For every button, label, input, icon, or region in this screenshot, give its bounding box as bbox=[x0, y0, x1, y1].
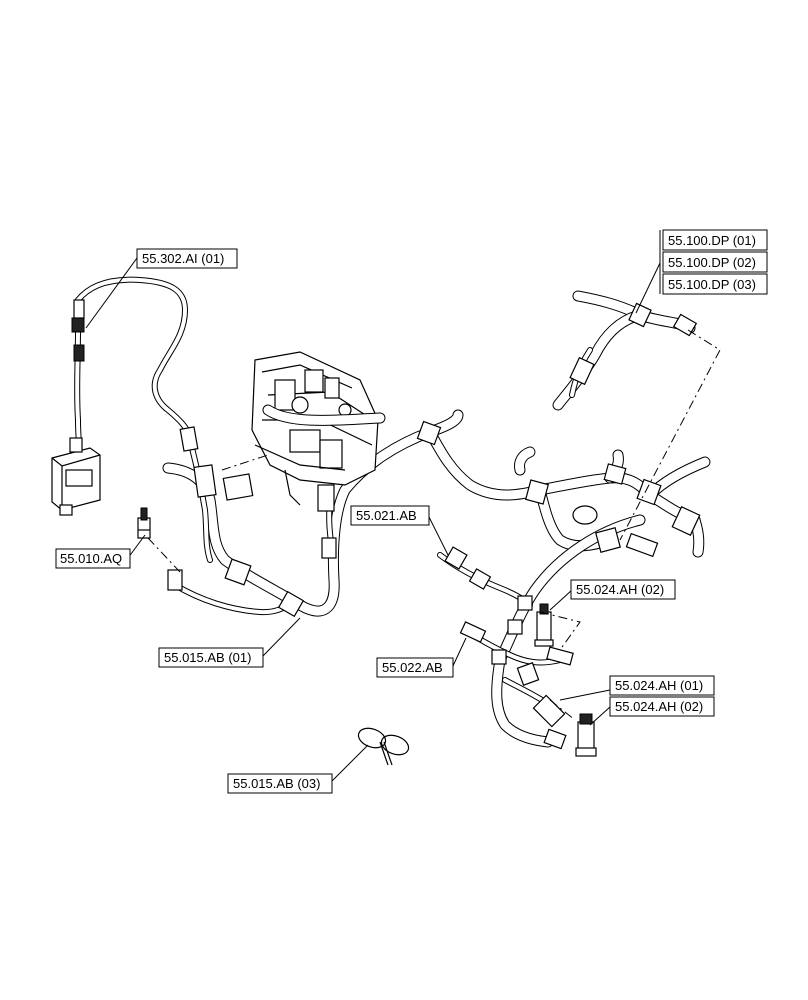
callout-label: 55.100.DP (01) bbox=[668, 233, 756, 248]
callout-55-010-aq: 55.010.AQ bbox=[55, 548, 131, 569]
callout-label: 55.015.AB (03) bbox=[233, 776, 320, 791]
callout-55-100-dp-02: 55.100.DP (02) bbox=[662, 251, 768, 273]
solenoid-55-024-ah-bottom bbox=[575, 713, 597, 757]
callout-label: 55.100.DP (02) bbox=[668, 255, 756, 270]
callout-55-021-ab: 55.021.AB bbox=[350, 505, 430, 526]
cable-tie-55-015-ab-03 bbox=[357, 727, 410, 766]
sensor-module-55-302-ai bbox=[51, 299, 101, 516]
callout-55-302-ai-01: 55.302.AI (01) bbox=[136, 248, 238, 269]
callout-55-100-dp-03: 55.100.DP (03) bbox=[662, 273, 768, 295]
callout-55-024-ah-02-top: 55.024.AH (02) bbox=[570, 579, 676, 600]
callout-label: 55.024.AH (01) bbox=[615, 678, 703, 693]
callout-label: 55.010.AQ bbox=[60, 551, 122, 566]
callout-label: 55.100.DP (03) bbox=[668, 277, 756, 292]
callout-55-015-ab-01: 55.015.AB (01) bbox=[158, 647, 264, 668]
harness-connectors bbox=[167, 302, 701, 750]
callout-55-024-ah-02-bottom: 55.024.AH (02) bbox=[609, 696, 715, 717]
callout-label: 55.024.AH (02) bbox=[615, 699, 703, 714]
engine-block-assembly bbox=[251, 351, 386, 506]
sensor-55-010-aq bbox=[137, 507, 151, 539]
callout-label: 55.021.AB bbox=[356, 508, 417, 523]
solenoid-55-024-ah-top bbox=[534, 603, 554, 647]
callout-label: 55.302.AI (01) bbox=[142, 251, 224, 266]
callout-55-022-ab: 55.022.AB bbox=[376, 657, 454, 678]
callout-55-024-ah-01: 55.024.AH (01) bbox=[609, 675, 715, 696]
callout-label: 55.015.AB (01) bbox=[164, 650, 251, 665]
leader-lines bbox=[85, 257, 661, 784]
callout-label: 55.024.AH (02) bbox=[576, 582, 664, 597]
callout-55-100-dp-01: 55.100.DP (01) bbox=[662, 229, 768, 251]
alignment-lines bbox=[147, 329, 721, 721]
callout-55-015-ab-03: 55.015.AB (03) bbox=[227, 773, 333, 794]
callout-label: 55.022.AB bbox=[382, 660, 443, 675]
